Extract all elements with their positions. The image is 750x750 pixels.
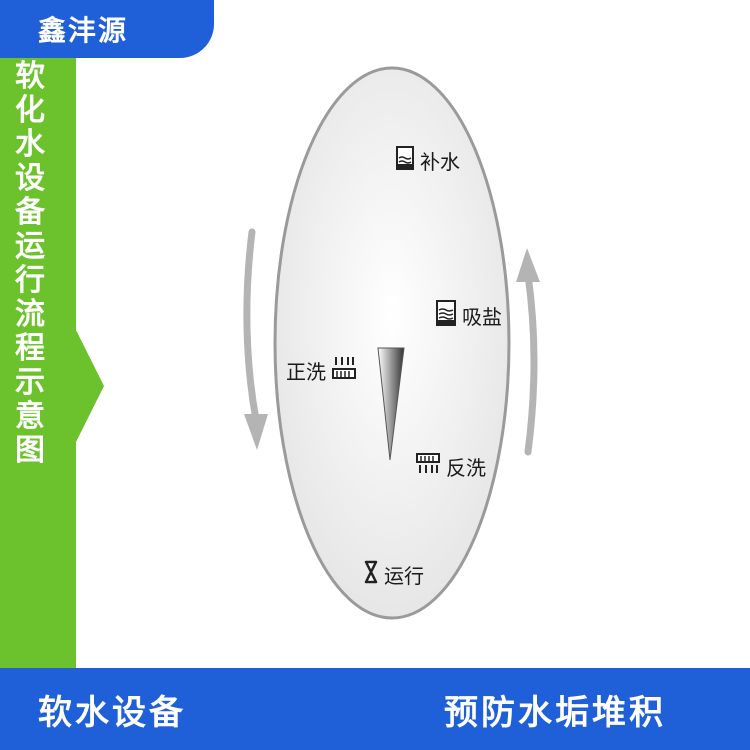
side-title-char: 图: [15, 433, 45, 468]
step-service-label: 运行: [384, 564, 424, 588]
step-refill-label: 补水: [420, 150, 460, 174]
step-brine-label: 吸盐: [462, 305, 502, 329]
step-rinse-label: 正洗: [286, 360, 326, 384]
side-banner: [0, 58, 76, 668]
footer-left: 软水设备: [0, 668, 280, 750]
cycle-arrow-right: [516, 248, 540, 456]
side-title-char: 化: [15, 93, 45, 128]
hourglass-icon: [364, 560, 378, 589]
step-service: 运行: [364, 560, 424, 589]
side-title-char: 流: [15, 297, 45, 332]
side-title-char: 设: [15, 161, 45, 196]
side-banner-pointer: [76, 330, 104, 442]
rinse-icon: [332, 356, 356, 385]
side-title-char: 备: [15, 195, 45, 230]
footer-right: 预防水垢堆积: [360, 668, 750, 750]
step-backwash: 反洗: [416, 452, 486, 481]
side-title-char: 运: [15, 229, 45, 264]
side-title: 软 化 水 设 备 运 行 流 程 示 意 图: [0, 60, 60, 468]
side-title-char: 意: [15, 399, 45, 434]
side-title-char: 水: [15, 127, 45, 162]
cycle-arrow-left: [243, 228, 268, 450]
side-title-char: 行: [15, 263, 45, 298]
backwash-icon: [416, 453, 440, 480]
brine-tank-icon: [436, 300, 456, 331]
side-title-char: 程: [15, 331, 45, 366]
step-refill: 补水: [396, 146, 460, 175]
clock-hand: [377, 347, 405, 461]
water-tank-icon: [396, 146, 414, 175]
step-rinse: 正洗: [286, 356, 356, 385]
footer-right-label: 预防水垢堆积: [444, 692, 666, 733]
brand-name: 鑫沣源: [38, 14, 129, 47]
side-title-char: 示: [15, 365, 45, 400]
side-title-char: 软: [15, 59, 45, 94]
step-brine: 吸盐: [436, 300, 502, 331]
step-backwash-label: 反洗: [446, 456, 486, 480]
brand-tab: 鑫沣源: [0, 0, 214, 58]
cycle-circle: [273, 66, 511, 620]
footer-left-label: 软水设备: [38, 692, 186, 733]
